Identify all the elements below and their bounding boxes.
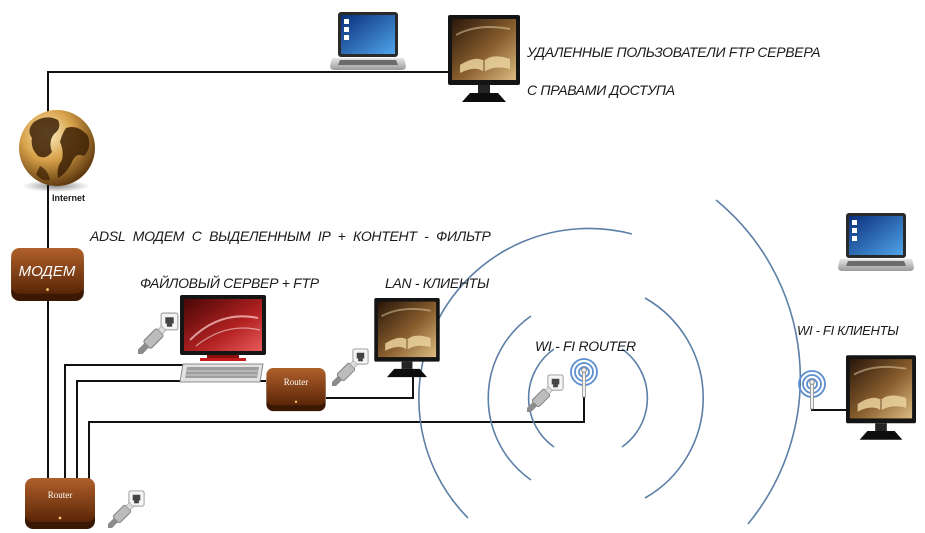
main-router-icon [25, 478, 95, 529]
wave-left-1 [527, 348, 555, 448]
cables [47, 71, 850, 482]
ethernet-plug-icon [138, 312, 179, 354]
wave-left-3 [418, 227, 633, 519]
main-router-label: Router [48, 490, 73, 500]
remote-users-line1: УДАЛЕННЫЕ ПОЛЬЗОВАТЕЛИ FTP СЕРВЕРА [526, 44, 820, 60]
wave-left-2 [487, 315, 532, 481]
wifi-antenna-icon [798, 370, 826, 410]
cable-lan-router-client [326, 376, 414, 399]
globe-icon [19, 110, 95, 192]
modem-caption: ADSL МОДЕМ С ВЫДЕЛЕННЫМ IP + КОНТЕНТ - Ф… [89, 228, 491, 244]
wifi-laptop-icon [838, 213, 914, 271]
wifi-clients-label: WI - FI КЛИЕНТЫ [797, 323, 899, 338]
wave-right-1 [621, 348, 649, 448]
cable-router-wifi-router [88, 396, 585, 482]
cable-wifi-client [811, 398, 850, 411]
cable-router-file-server [64, 364, 190, 482]
wifi-router-label: WI - FI ROUTER [535, 338, 636, 354]
modem-label: МОДЕМ [19, 263, 76, 280]
ethernet-plug-icon [108, 490, 145, 528]
wifi-waves [418, 199, 802, 525]
cable-router-lan-router [76, 380, 266, 482]
wave-right-2 [644, 297, 705, 499]
remote-users-line2: С ПРАВАМИ ДОСТУПА [527, 82, 675, 98]
lan-clients-label: LAN - КЛИЕНТЫ [385, 275, 490, 291]
wifi-antenna-icon [570, 358, 598, 398]
remote-laptop-icon [330, 12, 406, 70]
file-server-computer-icon [179, 295, 266, 383]
wave-right-3 [715, 199, 802, 525]
remote-monitor-icon [448, 15, 520, 103]
file-server-label: ФАЙЛОВЫЙ СЕРВЕР + FTP [140, 274, 320, 291]
lan-router-label: Router [284, 377, 309, 387]
cable-internet-remote [47, 71, 456, 112]
ethernet-plug-icon [332, 348, 369, 386]
lan-monitor-icon [373, 298, 441, 378]
internet-label: Internet [52, 193, 85, 203]
wifi-client-monitor-icon [846, 355, 916, 441]
lan-router-icon [266, 368, 326, 412]
